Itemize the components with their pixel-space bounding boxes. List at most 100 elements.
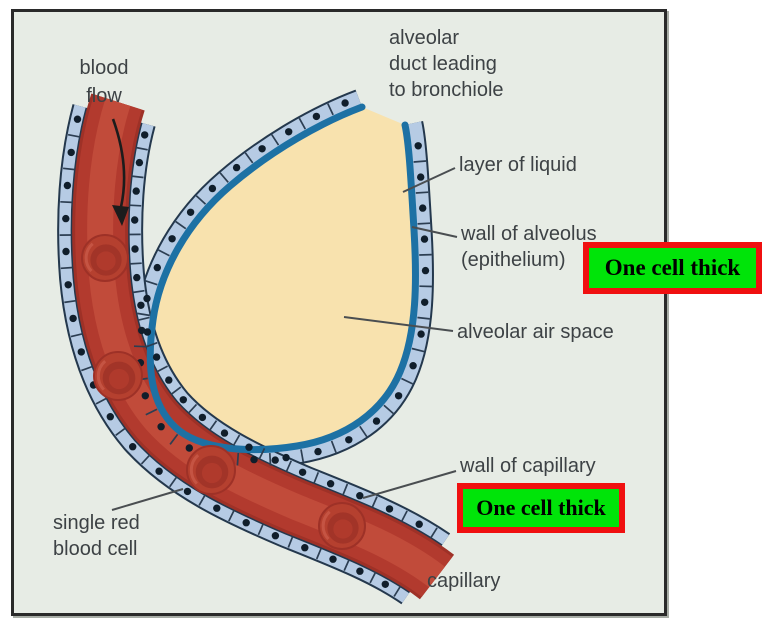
cell-divider (208, 420, 218, 431)
label-layer-of-liquid: layer of liquid (459, 154, 577, 176)
cell-nucleus-dot (157, 423, 165, 431)
cell-nucleus-dot (62, 247, 70, 256)
cell-divider (81, 365, 93, 372)
red-blood-cell-highlight (189, 448, 233, 492)
blood-flow-arrow (111, 118, 129, 226)
cell-nucleus-dot (285, 128, 293, 136)
cell-nucleus-dot (153, 263, 161, 272)
cell-nucleus-dot (152, 353, 161, 361)
cell-nucleus-dot (131, 245, 139, 253)
label-blood-flow: blood flow (79, 57, 129, 107)
red-blood-cell (186, 445, 236, 495)
red-blood-cell-highlight (84, 237, 126, 279)
cell-nucleus-dot (208, 184, 217, 193)
cell-nucleus-dot (138, 326, 146, 335)
cell-divider (137, 316, 150, 322)
cell-divider (401, 377, 414, 385)
cell-nucleus-dot (414, 142, 422, 150)
cell-divider (129, 262, 142, 265)
cell-nucleus-dot (129, 443, 137, 451)
label-wall-of-capillary: wall of capillary (460, 455, 596, 477)
cell-divider (60, 200, 73, 204)
cell-nucleus-dot (421, 266, 430, 275)
label-capillary: capillary (427, 570, 501, 592)
badge-capillary-one-cell-thick: One cell thick (457, 483, 625, 533)
red-blood-cell-ring (201, 462, 223, 484)
cell-divider (257, 523, 264, 536)
cell-nucleus-dot (183, 487, 192, 496)
cell-nucleus-dot (242, 519, 250, 527)
cell-nucleus-dot (356, 492, 364, 500)
cell-divider (327, 103, 334, 116)
cell-divider (156, 365, 168, 373)
cell-nucleus-dot (250, 455, 258, 464)
cell-divider (187, 403, 198, 414)
cell-divider (417, 316, 430, 320)
cell-divider (287, 536, 294, 548)
cell-nucleus-dot (133, 273, 141, 282)
cell-nucleus-dot (179, 396, 187, 404)
cell-nucleus-dot (131, 216, 139, 224)
cell-divider (413, 160, 427, 163)
cell-nucleus-dot (106, 413, 115, 421)
cell-divider (67, 133, 81, 138)
leader-layer-of-liquid (402, 167, 456, 193)
cell-divider (135, 146, 148, 151)
cell-divider (169, 476, 178, 488)
cell-divider (158, 249, 170, 257)
alveolar-air-space-shape (150, 107, 416, 450)
badge-alveolus-one-cell-thick: One cell thick (583, 242, 762, 294)
cell-divider (145, 408, 158, 416)
cell-divider (371, 496, 378, 508)
cell-nucleus-dot (168, 235, 176, 243)
leader-single-red-blood-cell (111, 488, 184, 511)
label-alveolar-air-space: alveolar air space (457, 321, 614, 343)
cell-nucleus-dot (213, 504, 221, 512)
alveolus-epithelium-cells (133, 99, 432, 466)
cell-nucleus-dot (155, 467, 163, 475)
cell-nucleus-dot (141, 392, 149, 400)
red-blood-cell (81, 234, 129, 282)
cell-nucleus-dot (409, 362, 417, 370)
cell-nucleus-dot (420, 235, 429, 243)
capillary-endothelium-cells (59, 115, 438, 597)
leader-alveolar-air-space (343, 316, 454, 332)
cell-divider (342, 483, 349, 496)
cell-divider (131, 175, 144, 179)
cell-divider (383, 404, 394, 415)
cell-divider (169, 433, 179, 445)
red-blood-cells (81, 234, 366, 550)
cell-divider (429, 527, 438, 539)
cell-nucleus-dot (312, 112, 321, 121)
cell-nucleus-dot (271, 456, 279, 464)
cell-divider (343, 559, 350, 571)
layer-of-liquid-rim (146, 103, 420, 454)
leader-lines (111, 167, 458, 511)
leader-wall-of-capillary (362, 470, 457, 499)
cell-divider (219, 172, 229, 183)
cell-divider (175, 220, 187, 230)
cell-nucleus-dot (417, 330, 425, 338)
cell-nucleus-dot (345, 436, 353, 444)
cell-nucleus-dot (143, 294, 151, 303)
cell-divider (359, 425, 368, 438)
cell-nucleus-dot (421, 298, 429, 306)
red-blood-cell (93, 351, 143, 401)
cell-divider (195, 195, 207, 205)
cell-nucleus-dot (137, 301, 145, 309)
cell-divider (369, 571, 377, 584)
cell-nucleus-dot (356, 567, 364, 575)
cell-nucleus-dot (282, 453, 290, 462)
red-blood-cell-ring (108, 368, 130, 390)
cell-nucleus-dot (165, 376, 173, 384)
cell-divider (228, 509, 235, 522)
cell-nucleus-dot (394, 392, 403, 400)
cell-nucleus-dot (419, 204, 427, 212)
cell-divider (145, 341, 158, 348)
cell-divider (285, 460, 292, 473)
cell-divider (95, 397, 107, 405)
cell-divider (170, 386, 182, 395)
red-blood-cell-highlight (96, 354, 140, 398)
blood-flow-arrowhead (112, 205, 129, 226)
